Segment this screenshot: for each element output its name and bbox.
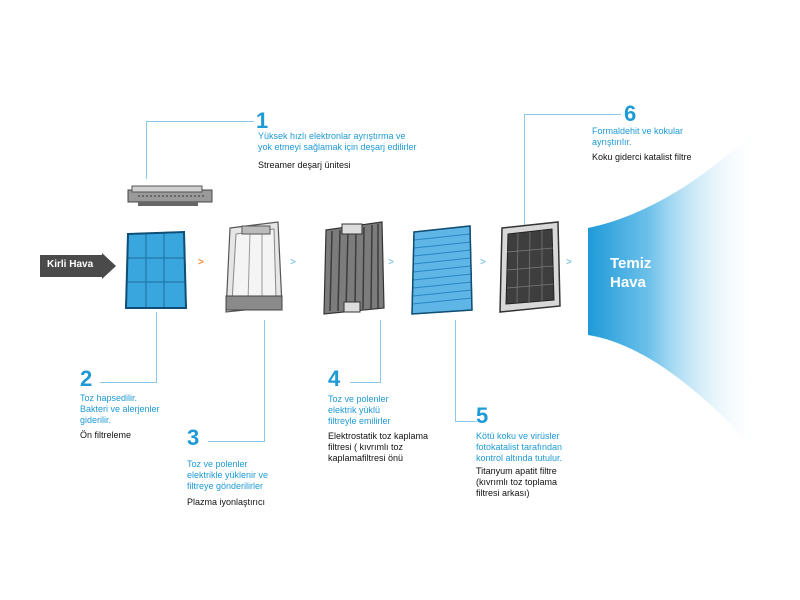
connector-line-4 — [350, 382, 381, 383]
step-6-name: Koku giderci katalist filtre — [592, 152, 692, 162]
connector-line-4v — [380, 320, 381, 382]
connector-line-6 — [524, 114, 621, 115]
clean-air-label-line2: Hava — [610, 274, 646, 291]
step-3-desc-line1: Toz ve polenler — [187, 459, 248, 469]
step-4-desc-line2: elektrik yüklü — [328, 405, 381, 415]
clean-air-label-line1: Temiz — [610, 255, 652, 272]
connector-line-2v — [156, 312, 157, 382]
electrostatic-filter-image — [323, 221, 385, 315]
step-4-desc-line3: filtreyle emilirler — [328, 416, 391, 426]
flow-arrow-2: > — [290, 257, 296, 268]
flow-arrow-5: > — [566, 257, 572, 268]
step-3-desc-line3: filtreye gönderilirler — [187, 481, 264, 491]
step-4-number: 4 — [328, 366, 341, 391]
step-2-desc-line2: Bakteri ve alerjenler — [80, 404, 160, 414]
connector-line-3v — [264, 320, 265, 442]
flow-arrow-3: > — [388, 257, 394, 268]
step-1-desc-line1: Yüksek hızlı elektronlar ayrıştırma ve — [258, 131, 406, 141]
dirty-air-arrow — [40, 253, 116, 279]
step-5-name-line3: filtresi arkası) — [476, 488, 530, 498]
step-4-desc-line1: Toz ve polenler — [328, 394, 389, 404]
step-3-number: 3 — [187, 425, 200, 450]
flow-arrow-4: > — [480, 257, 486, 268]
titanium-apatite-filter-image — [411, 225, 473, 315]
step-2-name: Ön filtreleme — [80, 430, 132, 440]
step-3-name: Plazma iyonlaştırıcı — [187, 497, 266, 507]
step-4-name-line1: Elektrostatik toz kaplama — [328, 431, 429, 441]
step-2-desc-line3: giderilir. — [80, 415, 112, 425]
dirty-air-label: Kirli Hava — [47, 259, 94, 270]
step-3-desc-line2: elektrikle yüklenir ve — [187, 470, 269, 480]
step-4-name-line3: kaplamafiltresi önü — [328, 453, 404, 463]
flow-arrow-1: > — [198, 257, 204, 268]
step-6-desc-line2: ayrıştırılır. — [592, 137, 632, 147]
step-4-name-line2: filtresi ( kıvrımlı toz — [328, 442, 404, 452]
step-5-number: 5 — [476, 403, 489, 428]
connector-line-3 — [208, 441, 265, 442]
connector-line-5 — [455, 421, 477, 422]
connector-line-1v — [146, 121, 147, 179]
step-5-name-line2: (kıvrımlı toz toplama — [476, 477, 558, 487]
step-5-desc-line3: kontrol altında tutulur. — [476, 453, 563, 463]
step-2-number: 2 — [80, 366, 93, 391]
connector-line-5v — [455, 320, 456, 422]
deodorizing-filter-image — [499, 221, 561, 313]
step-1-number: 1 — [256, 108, 269, 133]
connector-line-6v — [524, 114, 525, 226]
plasma-ionizer-image — [225, 221, 283, 313]
step-6-number: 6 — [624, 101, 637, 126]
step-6-desc-line1: Formaldehit ve kokular — [592, 126, 684, 136]
step-5-name-line1: Titanyum apatit filtre — [476, 466, 557, 476]
step-5-desc-line1: Kötü koku ve virüsler — [476, 431, 560, 441]
pre-filter-image — [124, 230, 188, 309]
step-5-desc-line2: fotokatalist tarafından — [476, 442, 563, 452]
step-1-name: Streamer deşarj ünitesi — [258, 160, 351, 170]
streamer-unit-image — [127, 185, 213, 206]
step-1-desc-line2: yok etmeyi sağlamak için deşarj edilirle… — [258, 142, 417, 152]
connector-line-1 — [146, 121, 254, 122]
connector-line-2 — [100, 382, 157, 383]
step-2-desc-line1: Toz hapsedilir. — [80, 393, 138, 403]
